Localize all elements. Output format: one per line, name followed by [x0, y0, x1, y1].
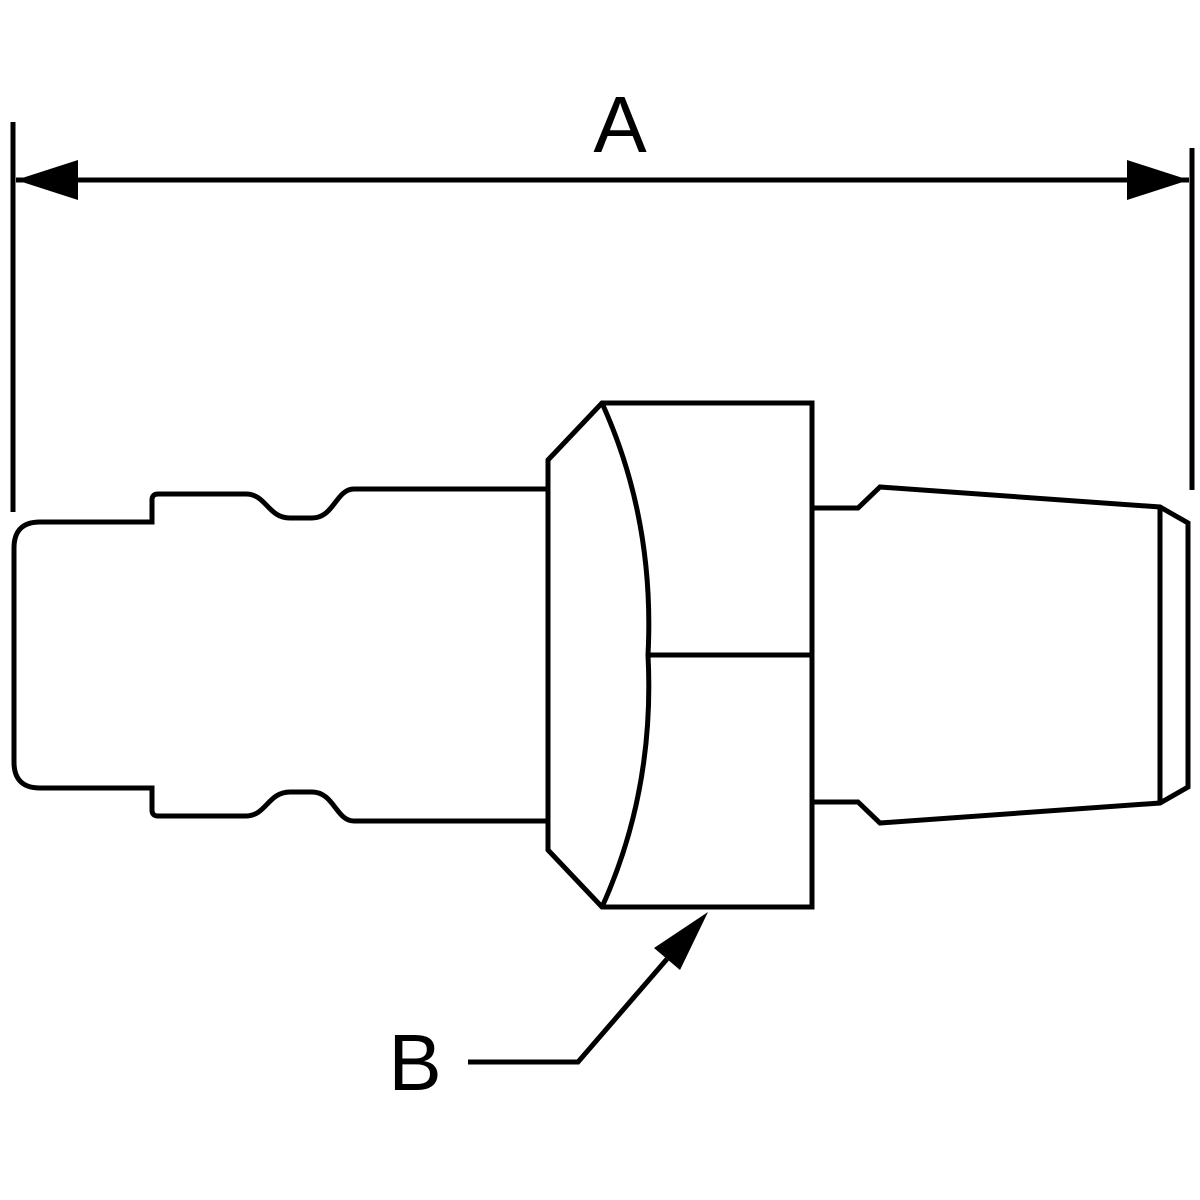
- dimension-a: A: [10, 80, 1195, 512]
- dimension-a-label: A: [593, 80, 647, 169]
- leader-arrowhead-icon: [654, 912, 708, 970]
- leader-line: [468, 957, 669, 1065]
- threaded-end-outline: [809, 484, 1191, 826]
- arrowhead-left-icon: [16, 160, 78, 200]
- arrowhead-right-icon: [1127, 160, 1189, 200]
- callout-b: B: [388, 912, 708, 1107]
- plug-body-outline: [11, 486, 551, 824]
- fitting-outline: [11, 400, 1191, 910]
- callout-b-label: B: [388, 1018, 441, 1107]
